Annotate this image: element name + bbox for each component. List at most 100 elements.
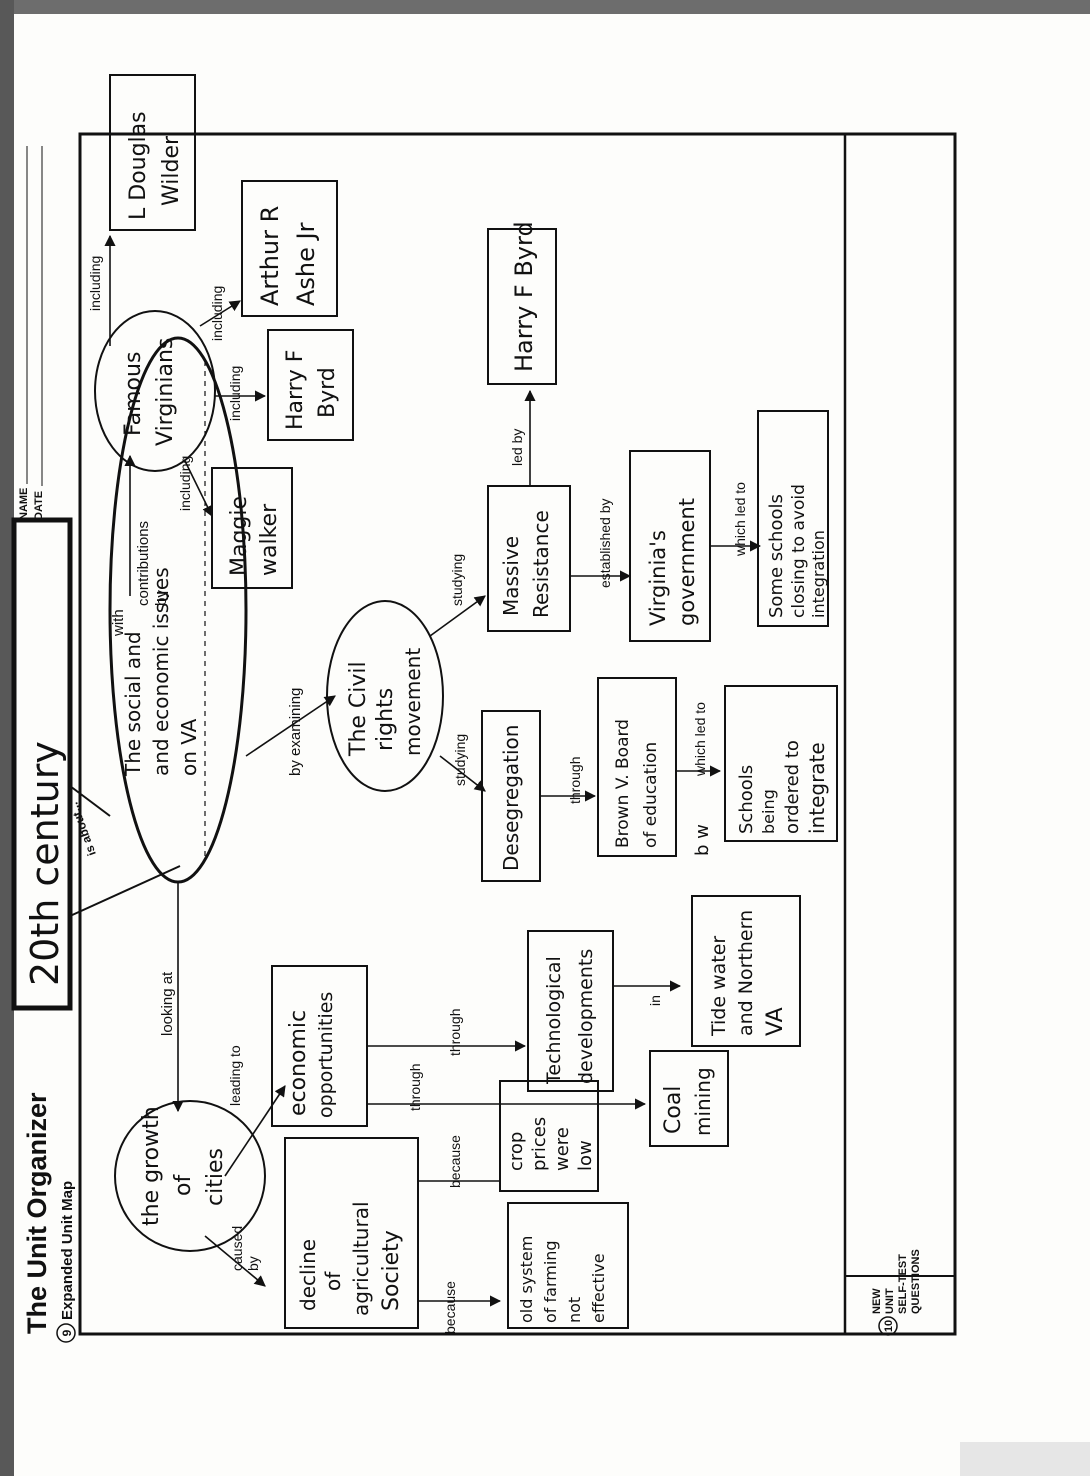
schools-ordered-line4: integrate xyxy=(805,742,829,834)
byrd-leader-label: Harry F Byrd xyxy=(510,221,538,372)
unit-title-box xyxy=(11,517,73,1011)
unit-title: 20th century xyxy=(23,741,67,986)
crop-prices-line4: low xyxy=(575,1140,596,1171)
decline-line3: agricultural xyxy=(349,1201,373,1316)
schools-closing-line3: integration xyxy=(809,530,828,618)
civil-rights-line3: movement xyxy=(401,648,425,756)
harry-byrd-box xyxy=(267,329,354,441)
link-because-2: because xyxy=(447,1135,463,1188)
arrow-to-massive xyxy=(429,595,486,637)
tidewater-line1: Tide water xyxy=(708,936,730,1037)
maggie-walker-line2: walker xyxy=(257,503,282,576)
growth-line1: the growth xyxy=(139,1106,164,1226)
wilder-box xyxy=(109,74,196,231)
is-about-line-right xyxy=(69,785,111,817)
arrow-to-economic xyxy=(224,1085,286,1177)
crop-prices-line2: prices xyxy=(529,1117,550,1171)
civil-rights-line2: rights xyxy=(373,688,398,751)
crop-prices-box xyxy=(499,1080,599,1192)
civil-rights-oval xyxy=(326,600,444,792)
self-test-line4: QUESTIONS xyxy=(910,1249,922,1314)
link-through-3: through xyxy=(567,757,583,804)
schools-ordered-line2: being xyxy=(759,789,778,834)
decline-line1: decline xyxy=(296,1239,320,1311)
old-system-line4: effective xyxy=(589,1253,608,1323)
page-title: The Unit Organizer xyxy=(22,1092,52,1334)
growth-line3: cities xyxy=(203,1148,228,1206)
desegregation-label: Desegregation xyxy=(499,725,523,871)
link-including-2: including xyxy=(227,366,243,421)
map-label: Expanded Unit Map xyxy=(59,1181,76,1320)
wilder-line2: Wilder xyxy=(159,135,184,206)
growth-line2: of xyxy=(171,1174,196,1196)
harry-byrd-line1: Harry F xyxy=(283,350,308,430)
arrow-to-maggie xyxy=(184,460,213,518)
brown-line2: of education xyxy=(641,742,661,848)
link-in: in xyxy=(647,995,663,1006)
schools-ordered-box xyxy=(724,685,838,842)
arrow-to-civil-rights xyxy=(245,695,336,757)
date-label: DATE xyxy=(33,491,45,520)
decline-box xyxy=(284,1137,419,1329)
old-system-line2: of farming xyxy=(541,1240,560,1323)
arthur-ashe-line1: Arthur R xyxy=(256,206,284,306)
arrow-to-desegregation xyxy=(439,755,486,792)
link-established-by: established by xyxy=(597,498,613,588)
main-topic-line2: and economic issues xyxy=(149,567,173,776)
schools-ordered-line1: Schools xyxy=(736,765,757,834)
famous-virginians-line2: Virginians xyxy=(153,338,178,446)
link-including-1: including xyxy=(177,456,193,511)
decline-line4: Society xyxy=(379,1230,404,1311)
self-test-number: 10 xyxy=(883,1320,895,1332)
link-which-led-to-1: which led to xyxy=(692,702,708,777)
self-test-line1: NEW xyxy=(871,1288,883,1314)
link-including-4: including xyxy=(87,256,103,311)
old-system-line1: old system xyxy=(517,1236,536,1323)
self-test-number-circle xyxy=(878,1316,898,1336)
link-by-examining: by examining xyxy=(287,688,304,776)
name-label: NAME xyxy=(18,488,30,520)
schools-closing-box xyxy=(757,410,829,627)
map-number: 9 xyxy=(60,1329,74,1336)
tidewater-box xyxy=(691,895,801,1047)
is-about-line-left xyxy=(69,865,181,917)
brown-note: b w xyxy=(692,824,713,856)
schools-closing-line1: Some schools xyxy=(766,494,787,618)
coal-mining-box xyxy=(649,1050,729,1147)
economic-line1: economic xyxy=(286,1010,311,1116)
massive-resistance-box xyxy=(487,485,571,632)
brown-box xyxy=(597,677,677,857)
link-by: by xyxy=(153,590,170,606)
maggie-walker-box xyxy=(211,467,293,589)
wilder-line1: L Douglas xyxy=(126,111,151,220)
self-test-line2: UNIT xyxy=(884,1288,896,1314)
schools-ordered-line3: ordered to xyxy=(782,740,803,834)
harry-byrd-line2: Byrd xyxy=(315,367,340,418)
link-which-led-to-2: which led to xyxy=(732,482,748,557)
technology-box xyxy=(527,930,614,1092)
map-frame xyxy=(78,132,957,1336)
maggie-walker-line1: Maggie xyxy=(227,496,252,576)
technology-line1: Technological xyxy=(543,956,565,1085)
decline-line2: of xyxy=(321,1271,345,1291)
link-through-1: through xyxy=(407,1064,423,1111)
va-government-line1: Virginia's xyxy=(646,530,670,626)
massive-resistance-line2: Resistance xyxy=(529,510,553,618)
tidewater-line3: VA xyxy=(763,1007,788,1036)
coal-mining-line2: mining xyxy=(691,1067,715,1136)
old-system-line3: not xyxy=(565,1297,584,1323)
famous-virginians-oval xyxy=(94,310,216,472)
link-studying-1: studying xyxy=(452,734,468,786)
link-caused: caused xyxy=(229,1226,245,1271)
civil-rights-line1: The Civil xyxy=(346,661,371,757)
link-contributions: contributions xyxy=(135,521,152,606)
link-through-2: through xyxy=(447,1009,463,1056)
link-studying-2: studying xyxy=(449,554,465,606)
brown-line1: Brown V. Board xyxy=(613,719,633,848)
link-leading-to: leading to xyxy=(227,1045,243,1106)
coal-mining-line1: Coal xyxy=(661,1086,686,1134)
economic-line2: opportunities xyxy=(315,992,337,1118)
va-government-line2: government xyxy=(675,498,699,626)
